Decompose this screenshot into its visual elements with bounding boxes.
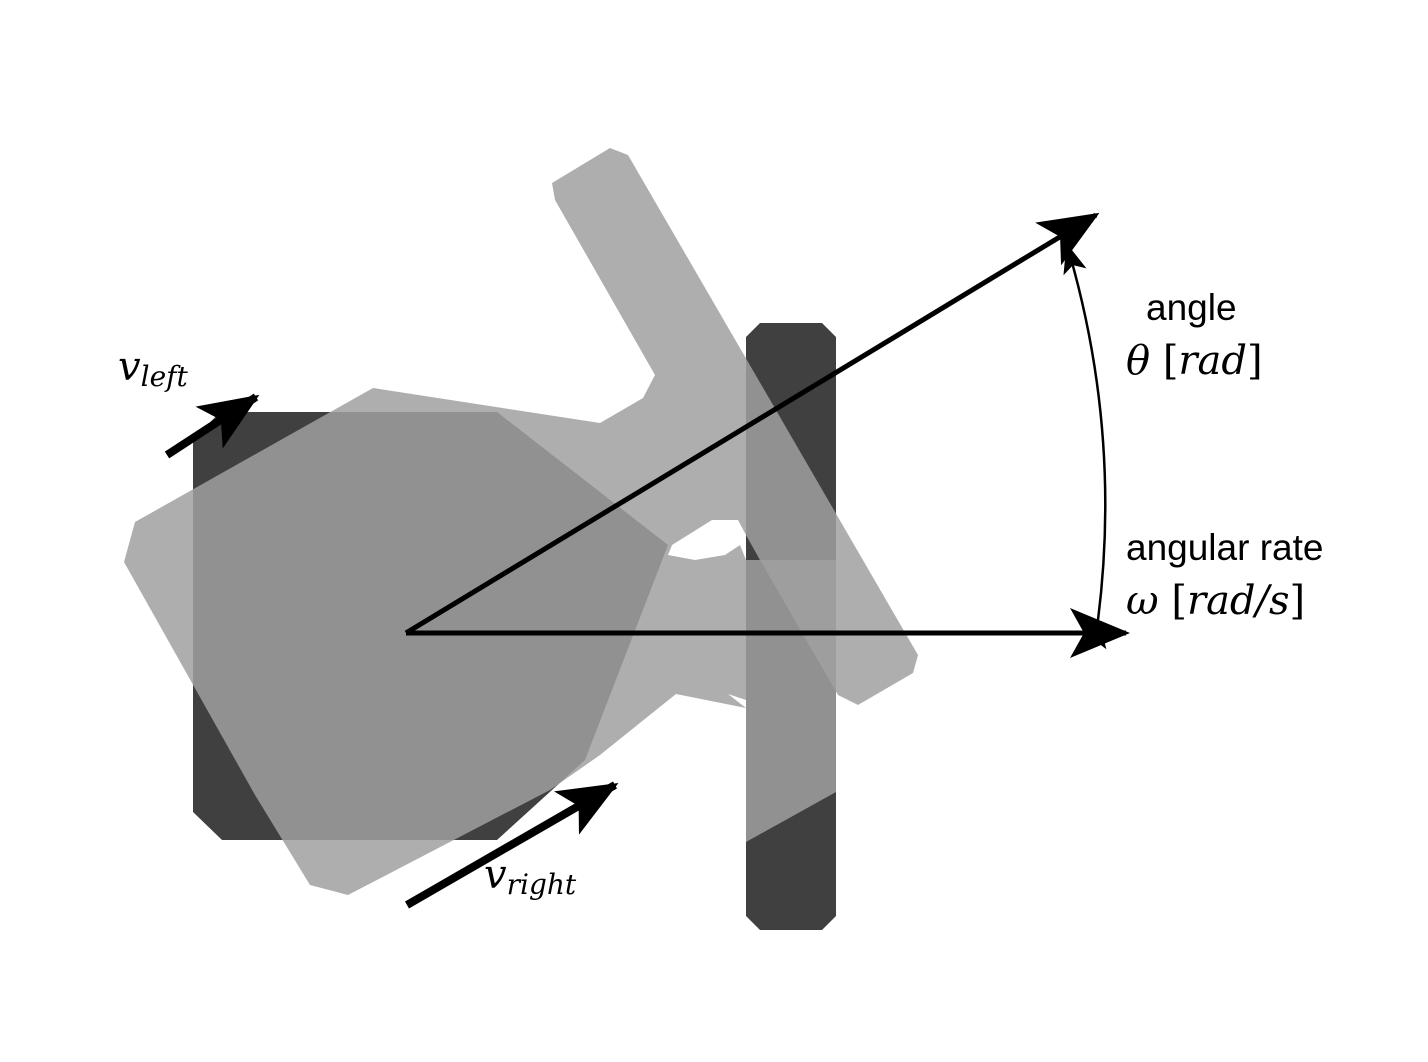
rate-bracket-open: [ (1171, 578, 1187, 624)
angle-symbol-label: θ [rad] (1126, 338, 1263, 384)
rate-word-label: angular rate (1126, 527, 1323, 568)
robot-rotated-body (124, 148, 918, 895)
v-right-symbol: v (484, 852, 507, 898)
v-right-subscript: right (507, 868, 577, 901)
rate-unit: rad/s (1187, 578, 1290, 624)
v-left-subscript: left (141, 360, 189, 393)
rate-bracket-close: ] (1290, 578, 1306, 624)
rate-symbol-label: ω [rad/s] (1126, 578, 1305, 624)
angle-arc (1063, 243, 1107, 650)
v-left-label: vleft (118, 344, 188, 393)
v-left-arrow (164, 393, 260, 459)
angle-symbol: θ (1126, 338, 1150, 384)
angle-unit: rad (1178, 338, 1247, 384)
v-right-arrow (405, 781, 619, 909)
v-right-label: vright (484, 852, 577, 901)
rotated-heading-arrow (404, 212, 1100, 636)
v-left-symbol: v (118, 344, 141, 390)
angle-bracket-close: ] (1247, 338, 1263, 384)
rate-symbol: ω (1126, 578, 1159, 624)
angle-word-label: angle (1146, 287, 1237, 328)
angle-bracket-open: [ (1163, 338, 1179, 384)
